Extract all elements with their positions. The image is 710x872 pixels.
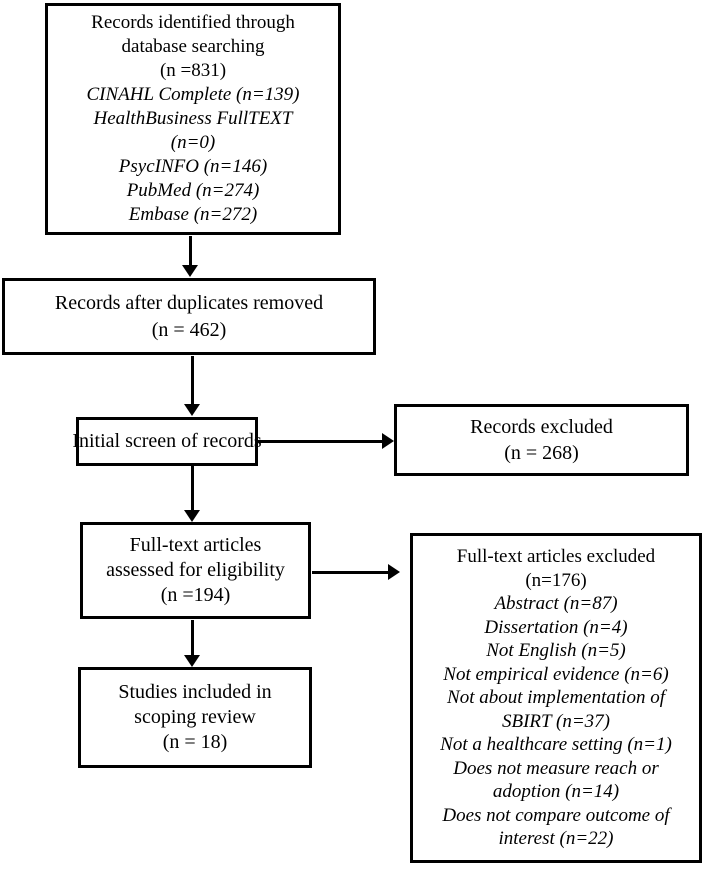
text-line: (n =194) bbox=[160, 584, 231, 606]
box-initial-screen: Initial screen of records bbox=[72, 417, 262, 466]
arrowhead-icon bbox=[382, 433, 394, 449]
text-line: Studies included in bbox=[118, 681, 272, 703]
box-records-after-duplicates: Records after duplicates removed (n = 46… bbox=[2, 278, 376, 355]
arrow-shaft bbox=[188, 236, 192, 265]
arrowhead-icon bbox=[182, 265, 198, 277]
arrow-shaft bbox=[190, 620, 194, 655]
text-line: Does not measure reach or bbox=[453, 757, 659, 779]
box-fulltext-assessed: Full-text articles assessed for eligibil… bbox=[80, 522, 311, 619]
arrow-right-icon bbox=[258, 433, 394, 449]
text-line: PubMed (n=274) bbox=[126, 180, 260, 201]
text-line: Not empirical evidence (n=6) bbox=[443, 663, 669, 685]
text-line: Dissertation (n=4) bbox=[484, 616, 628, 638]
text-line: Not a healthcare setting (n=1) bbox=[440, 734, 672, 756]
text-line: Full-text articles excluded bbox=[456, 546, 656, 568]
box-records-excluded: Records excluded (n = 268) bbox=[394, 404, 689, 476]
text-line: Full-text articles bbox=[129, 534, 262, 556]
arrow-shaft bbox=[258, 439, 382, 443]
text-line: Records identified through bbox=[91, 12, 295, 33]
box-records-identified: Records identified through database sear… bbox=[45, 3, 341, 235]
text-line: scoping review bbox=[134, 706, 256, 728]
text-line: SBIRT (n=37) bbox=[502, 710, 610, 732]
text-line: interest (n=22) bbox=[498, 828, 614, 850]
text-line: (n=0) bbox=[170, 132, 216, 153]
arrow-down-icon bbox=[182, 236, 198, 277]
arrow-shaft bbox=[190, 356, 194, 404]
text-line: adoption (n=14) bbox=[492, 781, 620, 803]
arrow-down-icon bbox=[184, 356, 200, 416]
text-line: (n=176) bbox=[525, 569, 587, 591]
arrow-shaft bbox=[312, 570, 388, 574]
box-studies-included: Studies included in scoping review (n = … bbox=[78, 667, 312, 768]
text-line: Abstract (n=87) bbox=[494, 593, 618, 615]
arrowhead-icon bbox=[184, 655, 200, 667]
text-line: (n =831) bbox=[159, 60, 227, 81]
text-line: Not English (n=5) bbox=[486, 640, 626, 662]
text-line: PsycINFO (n=146) bbox=[118, 156, 268, 177]
box-fulltext-excluded: Full-text articles excluded (n=176) Abst… bbox=[410, 533, 702, 863]
text-line: Records after duplicates removed bbox=[54, 291, 324, 314]
arrow-shaft bbox=[190, 466, 194, 510]
arrowhead-icon bbox=[388, 564, 400, 580]
text-line: database searching bbox=[121, 36, 265, 57]
arrow-right-icon bbox=[312, 564, 400, 580]
text-line: HealthBusiness FullTEXT bbox=[93, 108, 293, 129]
arrow-down-icon bbox=[184, 466, 200, 522]
text-line: CINAHL Complete (n=139) bbox=[86, 84, 300, 105]
text-line: Initial screen of records bbox=[72, 430, 262, 452]
arrowhead-icon bbox=[184, 510, 200, 522]
text-line: (n = 268) bbox=[504, 442, 579, 464]
arrow-down-icon bbox=[184, 620, 200, 667]
text-line: assessed for eligibility bbox=[106, 559, 285, 581]
text-line: Does not compare outcome of bbox=[442, 804, 670, 826]
text-line: Embase (n=272) bbox=[128, 204, 258, 225]
text-line: (n = 462) bbox=[151, 318, 227, 341]
text-line: Records excluded bbox=[470, 416, 613, 438]
arrowhead-icon bbox=[184, 404, 200, 416]
text-line: Not about implementation of bbox=[447, 687, 665, 709]
text-line: (n = 18) bbox=[162, 731, 228, 753]
